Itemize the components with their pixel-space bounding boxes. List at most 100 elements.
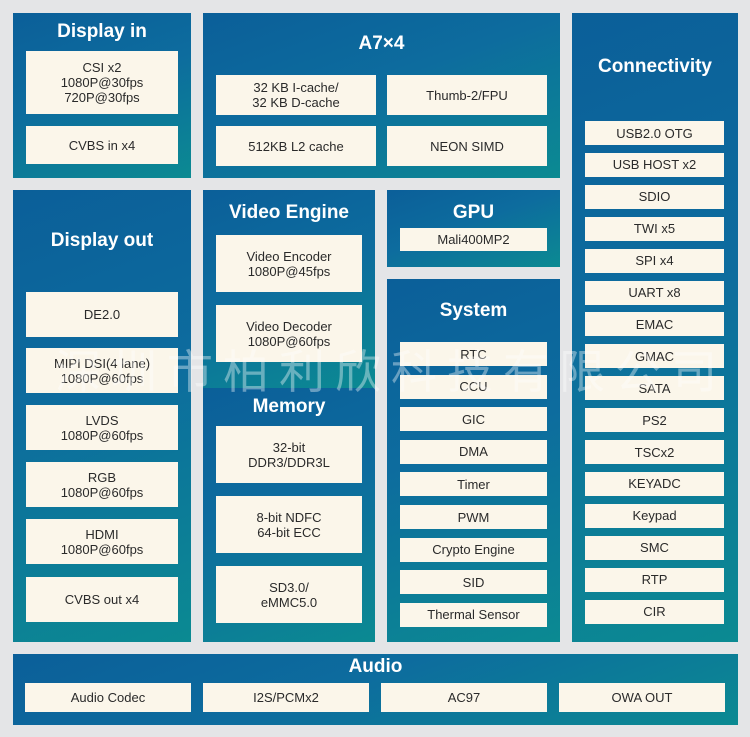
hdmi-label: HDMI xyxy=(85,526,119,542)
connectivity-item-label: PS2 xyxy=(642,412,667,428)
memory-panel: Memory 32-bit DDR3/DDR3L 8-bit NDFC 64-b… xyxy=(203,388,375,642)
connectivity-panel: Connectivity USB2.0 OTG USB HOST x2 SDIO TW… xyxy=(572,13,738,642)
cvbs-out-label: CVBS out x4 xyxy=(64,592,140,607)
gpu-title: GPU xyxy=(452,202,495,223)
cvbs-out-box: CVBS out x4 xyxy=(26,577,178,622)
system-item-box: GIC xyxy=(400,407,547,432)
connectivity-item-label: USB HOST x2 xyxy=(612,157,697,173)
system-title: System xyxy=(439,300,508,321)
neon-box: NEON SIMD xyxy=(387,126,547,166)
mipi-spec: 1080P@60fps xyxy=(60,370,144,386)
csi-spec-2: 720P@30fps xyxy=(64,90,140,105)
cache-box: 32 KB I-cache/ 32 KB D-cache xyxy=(216,75,376,115)
system-item-box: RTC xyxy=(400,342,547,366)
video-decoder-label: Video Decoder xyxy=(246,318,332,334)
connectivity-item-label: RTP xyxy=(641,572,668,588)
connectivity-item-box: USB2.0 OTG xyxy=(585,121,724,145)
display-in-title: Display in xyxy=(57,21,147,42)
system-item-box: DMA xyxy=(400,439,547,464)
display-in-panel: Display in CSI x2 1080P@30fps 720P@30fps… xyxy=(13,13,191,178)
connectivity-title: Connectivity xyxy=(597,56,713,77)
system-item-label: GIC xyxy=(461,411,486,427)
rgb-spec: 1080P@60fps xyxy=(60,484,144,500)
gpu-model-box: Mali400MP2 xyxy=(400,228,547,251)
system-item-box: Thermal Sensor xyxy=(400,602,547,627)
connectivity-item-label: KEYADC xyxy=(628,476,681,492)
connectivity-item-label: TWI x5 xyxy=(633,221,676,237)
csi-box: CSI x2 1080P@30fps 720P@30fps xyxy=(26,51,178,114)
system-item-box: PWM xyxy=(400,505,547,529)
system-item-label: Timer xyxy=(457,476,490,492)
connectivity-item-box: TWI x5 xyxy=(585,216,724,241)
connectivity-item-box: SMC xyxy=(585,535,724,560)
system-item-box: Crypto Engine xyxy=(400,537,547,562)
audio-title: Audio xyxy=(348,656,403,677)
audio-panel: Audio Audio Codec I2S/PCMx2 AC97 OWA OUT xyxy=(13,654,738,725)
gpu-model-label: Mali400MP2 xyxy=(437,232,510,247)
display-out-panel: Display out DE2.0 MIPI DSI(4 lane) 1080P… xyxy=(13,190,191,642)
connectivity-item-box: CIR xyxy=(585,599,724,624)
ndfc-line-2: 64-bit ECC xyxy=(257,524,321,540)
connectivity-item-label: GMAC xyxy=(635,348,674,364)
l2-cache-label: 512KB L2 cache xyxy=(248,138,344,154)
connectivity-item-box: EMAC xyxy=(585,312,724,337)
lvds-spec: 1080P@60fps xyxy=(60,427,144,443)
ddr-line-2: DDR3/DDR3L xyxy=(248,454,330,470)
display-out-title: Display out xyxy=(50,230,154,251)
connectivity-item-box: TSCx2 xyxy=(585,440,724,464)
cpu-panel: A7×4 32 KB I-cache/ 32 KB D-cache Thumb-… xyxy=(203,13,560,178)
connectivity-item-box: UART x8 xyxy=(585,280,724,305)
connectivity-item-box: KEYADC xyxy=(585,471,724,496)
rgb-label: RGB xyxy=(87,469,117,485)
l2-cache-box: 512KB L2 cache xyxy=(216,126,376,166)
connectivity-item-box: Keypad xyxy=(585,503,724,528)
connectivity-item-box: SDIO xyxy=(585,184,724,209)
mipi-label: MIPI DSI(4 lane) xyxy=(53,355,151,371)
cpu-title: A7×4 xyxy=(358,33,405,54)
system-item-label: RTC xyxy=(460,346,487,362)
i2s-pcm-label: I2S/PCMx2 xyxy=(253,690,319,705)
ac97-label: AC97 xyxy=(447,690,481,705)
thumb-box: Thumb-2/FPU xyxy=(387,75,547,115)
connectivity-item-label: SDIO xyxy=(638,189,671,205)
hdmi-spec: 1080P@60fps xyxy=(60,541,144,557)
connectivity-item-box: RTP xyxy=(585,567,724,592)
thumb-label: Thumb-2/FPU xyxy=(426,87,508,103)
system-item-box: Timer xyxy=(400,472,547,497)
system-item-box: SID xyxy=(400,570,547,595)
sd-emmc-line-1: SD3.0/ xyxy=(269,579,309,595)
video-decoder-spec: 1080P@60fps xyxy=(247,333,331,349)
connectivity-item-label: SPI x4 xyxy=(635,253,674,269)
video-encoder-label: Video Encoder xyxy=(246,248,332,264)
system-item-label: Thermal Sensor xyxy=(427,607,520,623)
connectivity-item-label: Keypad xyxy=(632,508,677,524)
de-label: DE2.0 xyxy=(83,307,121,322)
audio-codec-box: Audio Codec xyxy=(25,683,191,712)
cache-line-1: 32 KB I-cache/ xyxy=(253,80,339,95)
video-encoder-spec: 1080P@45fps xyxy=(247,263,331,279)
ddr-box: 32-bit DDR3/DDR3L xyxy=(216,426,362,483)
ndfc-box: 8-bit NDFC 64-bit ECC xyxy=(216,496,362,553)
memory-title: Memory xyxy=(252,396,326,417)
ddr-line-1: 32-bit xyxy=(272,439,306,455)
system-item-label: Crypto Engine xyxy=(432,542,515,558)
hdmi-box: HDMI 1080P@60fps xyxy=(26,519,178,564)
audio-codec-label: Audio Codec xyxy=(70,690,146,705)
owa-out-label: OWA OUT xyxy=(611,690,673,705)
connectivity-item-box: GMAC xyxy=(585,344,724,369)
connectivity-item-label: TSCx2 xyxy=(634,444,675,460)
rgb-box: RGB 1080P@60fps xyxy=(26,462,178,507)
mipi-box: MIPI DSI(4 lane) 1080P@60fps xyxy=(26,348,178,393)
csi-label: CSI x2 xyxy=(82,60,122,75)
connectivity-item-label: SMC xyxy=(640,540,669,556)
sd-emmc-box: SD3.0/ eMMC5.0 xyxy=(216,566,362,623)
ac97-box: AC97 xyxy=(381,683,547,712)
system-item-label: CCU xyxy=(459,379,488,395)
de-box: DE2.0 xyxy=(26,292,178,337)
sd-emmc-line-2: eMMC5.0 xyxy=(260,594,318,610)
system-item-box: CCU xyxy=(400,374,547,399)
neon-label: NEON SIMD xyxy=(430,138,504,154)
system-item-label: SID xyxy=(462,574,485,590)
connectivity-item-box: SATA xyxy=(585,376,724,401)
i2s-pcm-box: I2S/PCMx2 xyxy=(203,683,369,712)
